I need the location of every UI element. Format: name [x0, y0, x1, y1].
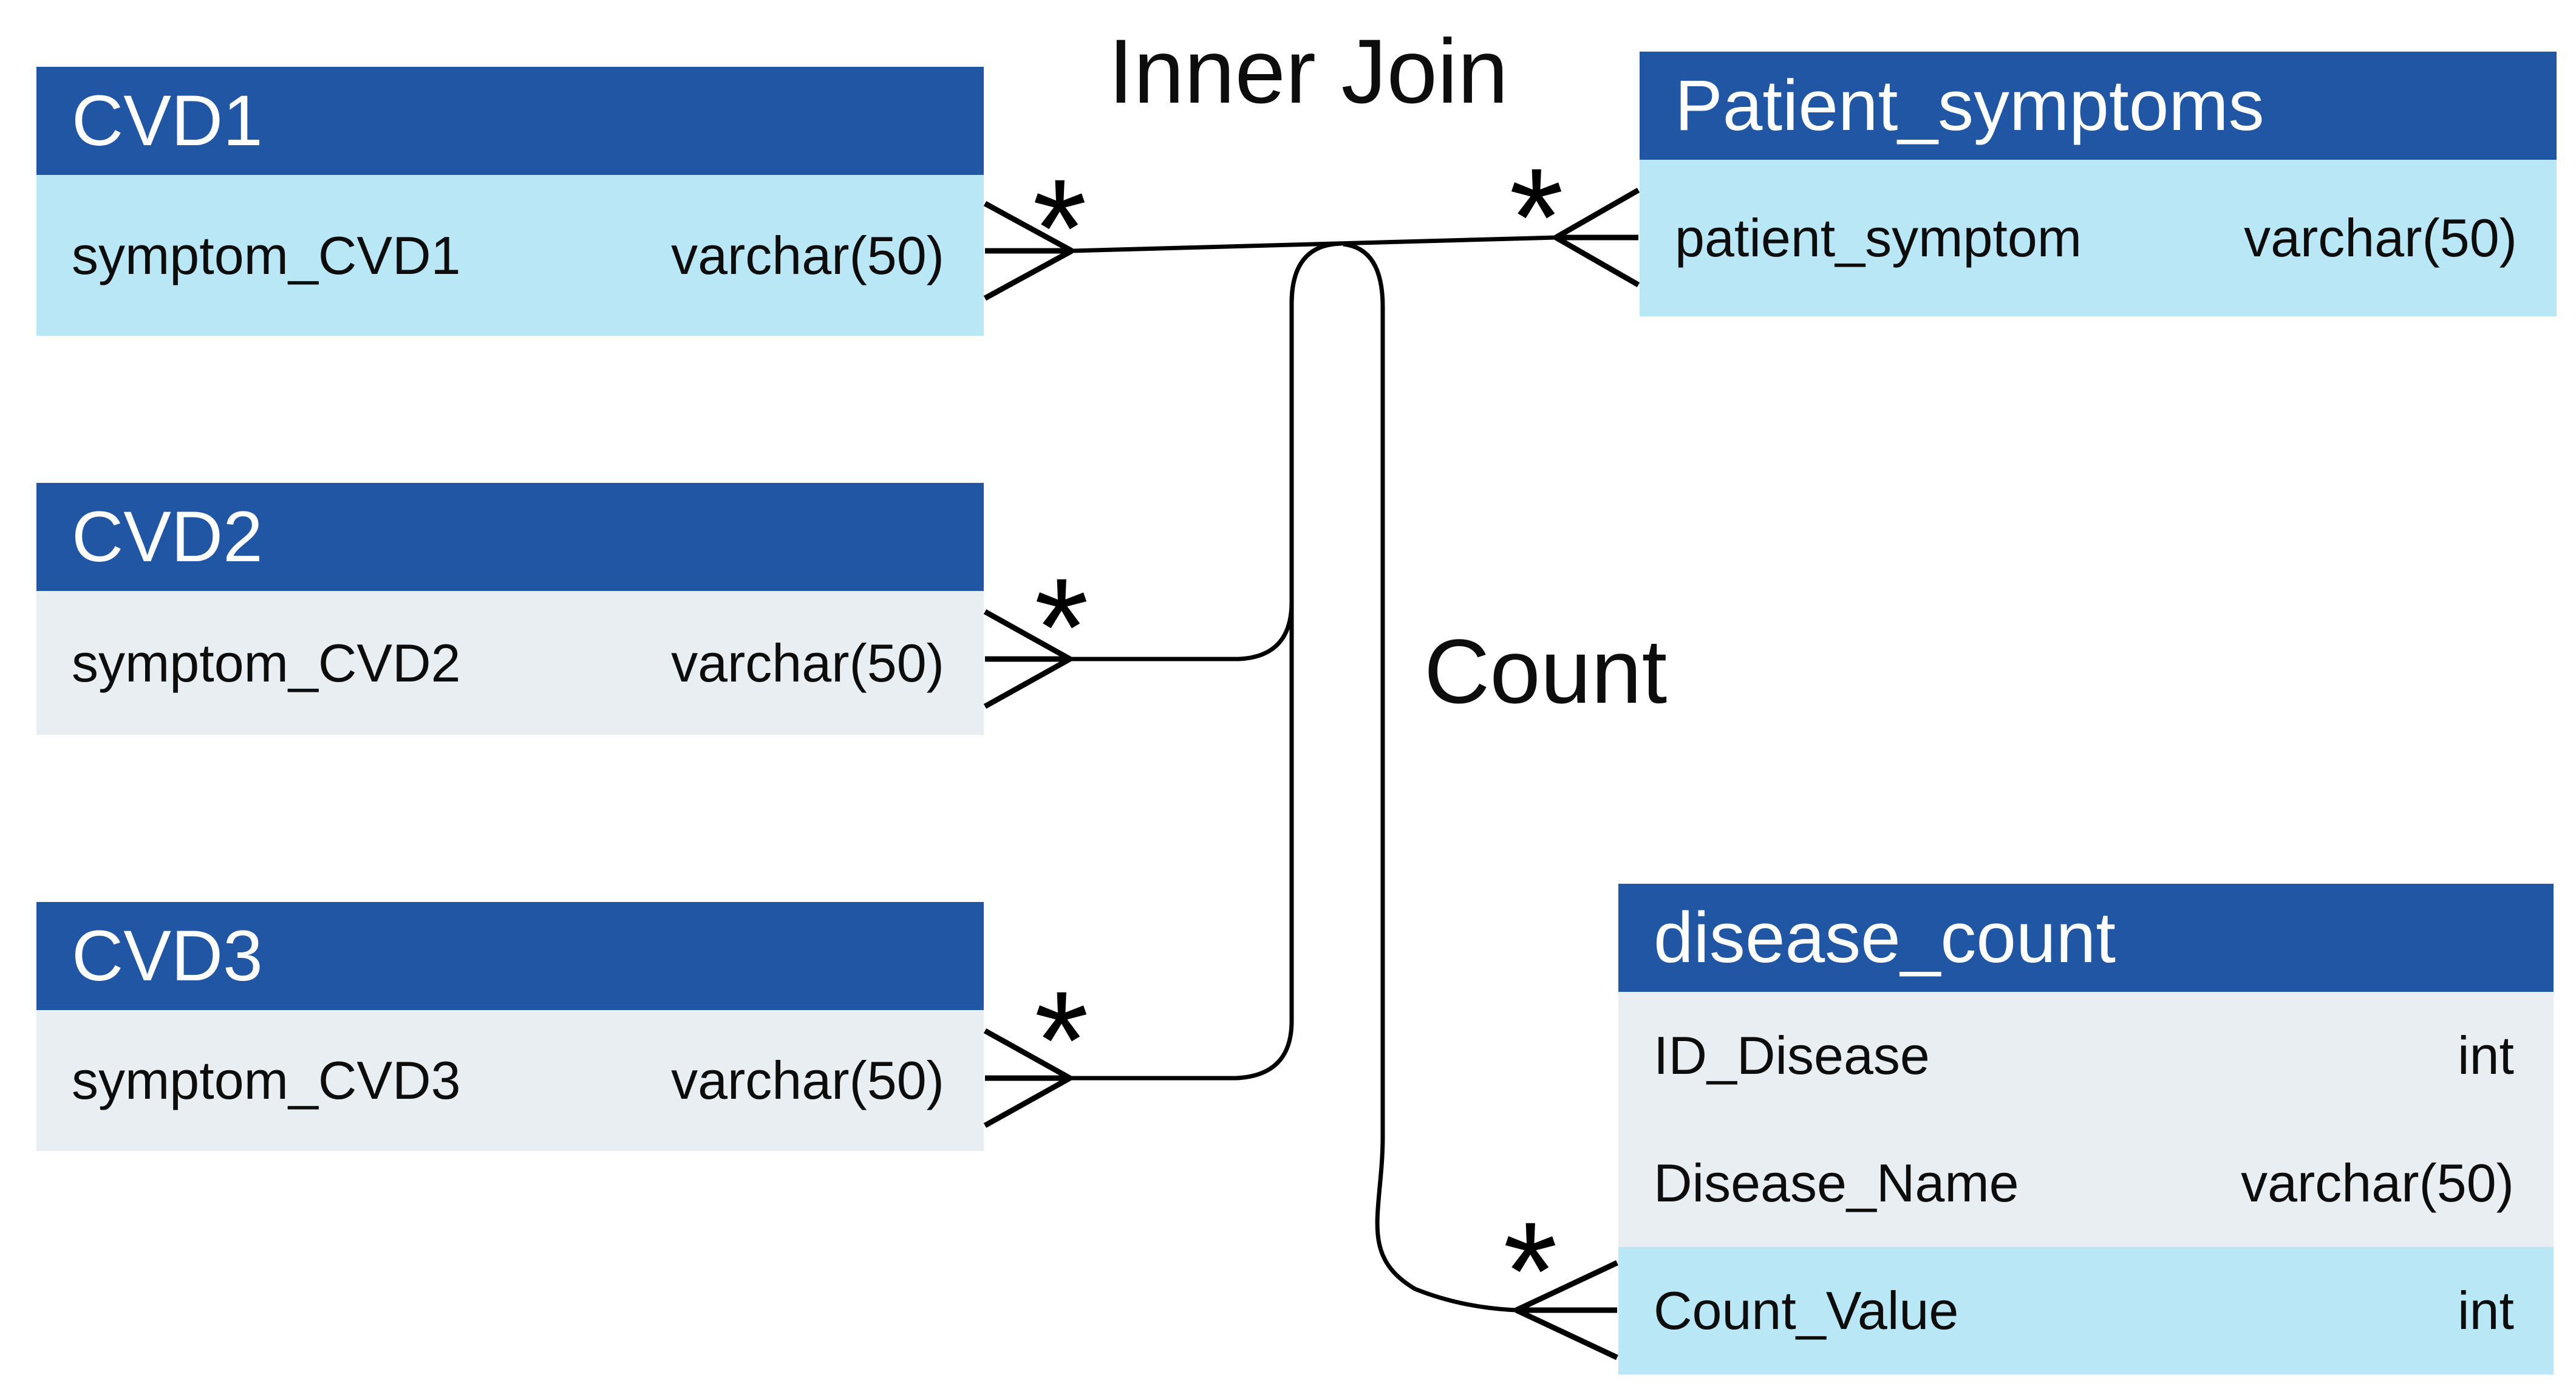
edge-cvd1-patient-symptoms — [1071, 235, 1556, 253]
crows-foot-disease-count-icon — [1515, 1260, 1618, 1361]
table-header: CVD1 — [36, 67, 984, 175]
cardinality-asterisk-patient-symptoms: * — [1509, 139, 1564, 295]
edge-cvd3-join — [1070, 241, 1341, 1081]
cardinality-asterisk-cvd2: * — [1034, 549, 1089, 705]
column-type: int — [2458, 1025, 2514, 1085]
table-node-cvd2[interactable]: CVD2 symptom_CVD2 varchar(50) — [36, 483, 984, 735]
table-node-patient-symptoms[interactable]: Patient_symptoms patient_symptom varchar… — [1640, 52, 2557, 316]
column-type: varchar(50) — [671, 632, 944, 693]
column-name: symptom_CVD3 — [72, 1050, 461, 1110]
table-row: symptom_CVD2 varchar(50) — [36, 591, 984, 735]
count-label: Count — [1424, 620, 1668, 722]
table-row: Disease_Name varchar(50) — [1618, 1119, 2554, 1247]
table-title: CVD3 — [72, 916, 263, 996]
table-header: CVD3 — [36, 902, 984, 1010]
column-name: symptom_CVD1 — [72, 225, 461, 285]
table-header: disease_count — [1618, 884, 2554, 992]
table-title: CVD2 — [72, 497, 263, 577]
column-type: varchar(50) — [2244, 208, 2517, 268]
column-type: int — [2458, 1280, 2514, 1341]
inner-join-label: Inner Join — [1108, 20, 1508, 122]
table-header: CVD2 — [36, 483, 984, 591]
table-title: Patient_symptoms — [1675, 66, 2264, 146]
column-name: ID_Disease — [1654, 1025, 1930, 1085]
crows-foot-cvd1-icon — [983, 201, 1074, 301]
table-row: Count_Value int — [1618, 1247, 2554, 1375]
crows-foot-patient-symptoms-icon — [1554, 188, 1640, 287]
crows-foot-cvd3-icon — [983, 1028, 1072, 1128]
table-title: CVD1 — [72, 81, 263, 161]
table-header: Patient_symptoms — [1640, 52, 2557, 160]
edge-cvd2-join — [1070, 241, 1341, 661]
table-row: patient_symptom varchar(50) — [1640, 160, 2557, 316]
edge-join-disease-count — [1343, 242, 1517, 1313]
column-type: varchar(50) — [2241, 1153, 2514, 1213]
table-node-cvd3[interactable]: CVD3 symptom_CVD3 varchar(50) — [36, 902, 984, 1151]
table-node-disease-count[interactable]: disease_count ID_Disease int Disease_Nam… — [1618, 884, 2554, 1375]
cardinality-asterisk-disease-count: * — [1503, 1193, 1558, 1349]
cardinality-asterisk-cvd3: * — [1034, 962, 1089, 1118]
column-name: patient_symptom — [1675, 208, 2082, 268]
column-name: Count_Value — [1654, 1280, 1959, 1341]
table-row: symptom_CVD1 varchar(50) — [36, 175, 984, 336]
column-name: symptom_CVD2 — [72, 632, 461, 693]
crows-foot-cvd2-icon — [983, 609, 1072, 709]
cardinality-asterisk-cvd1: * — [1032, 150, 1087, 306]
table-row: symptom_CVD3 varchar(50) — [36, 1010, 984, 1151]
table-node-cvd1[interactable]: CVD1 symptom_CVD1 varchar(50) — [36, 67, 984, 336]
column-type: varchar(50) — [671, 225, 944, 285]
column-type: varchar(50) — [671, 1050, 944, 1110]
table-row: ID_Disease int — [1618, 992, 2554, 1119]
table-title: disease_count — [1654, 898, 2116, 978]
column-name: Disease_Name — [1654, 1153, 2019, 1213]
